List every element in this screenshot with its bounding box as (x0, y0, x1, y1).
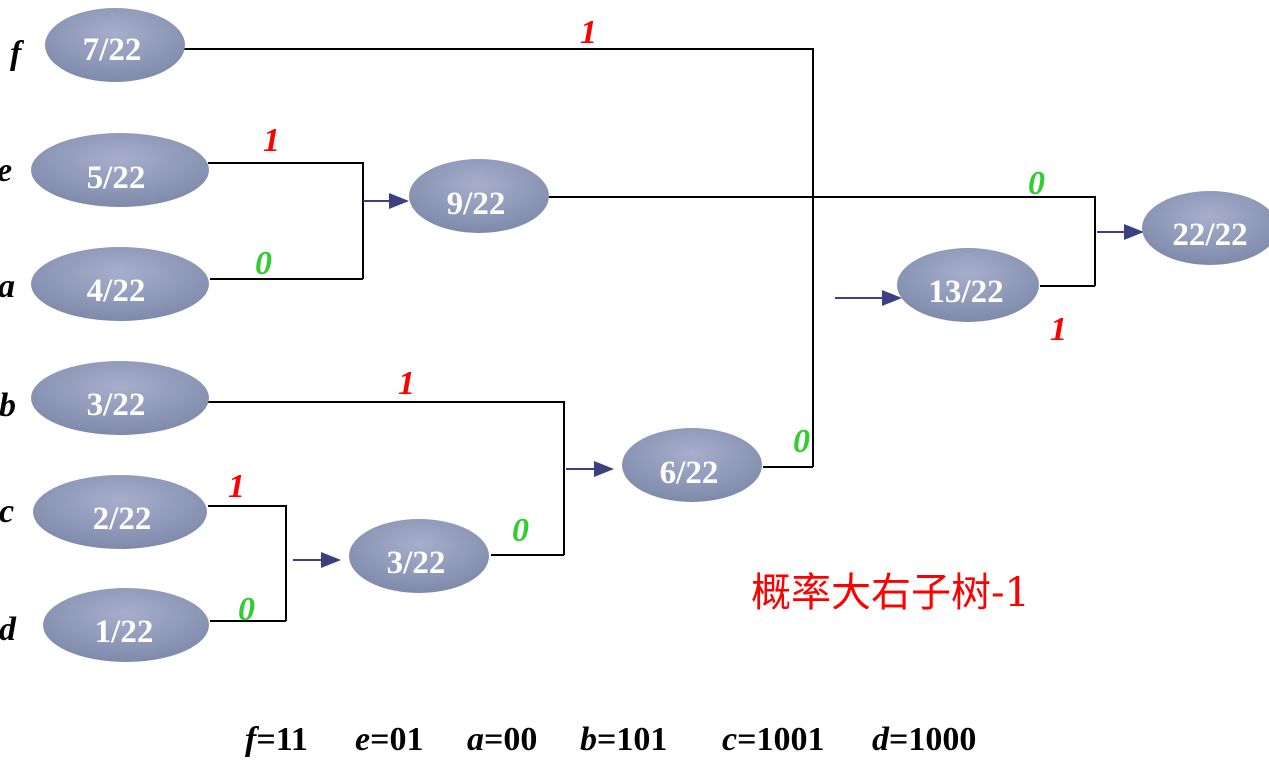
root-node-22-22: 22/22 (1142, 191, 1269, 265)
wire-f (183, 48, 814, 467)
code-symbol-e: e (355, 721, 370, 758)
edge-label-e: 1 (263, 122, 280, 159)
code-symbol-b: b (580, 721, 597, 758)
leaf-node-b: 3/22 (31, 361, 209, 435)
wire-e (208, 162, 364, 279)
wire-c (208, 505, 287, 621)
leaf-node-a: 4/22 (31, 247, 209, 321)
code-value-f: =11 (256, 721, 308, 758)
node-prob: 4/22 (87, 273, 146, 309)
code-symbol-a: a (467, 721, 484, 758)
wire-9-22 (549, 196, 1096, 286)
node-prob: 3/22 (87, 387, 146, 423)
edge-label-13-22: 1 (1050, 311, 1067, 348)
node-prob: 3/22 (387, 545, 446, 581)
code-symbol-f: f (245, 721, 260, 758)
edge-label-d: 0 (238, 591, 255, 628)
node-prob: 7/22 (83, 32, 142, 68)
code-symbol-c: c (722, 721, 737, 758)
edge-label-f: 1 (580, 14, 597, 51)
node-prob: 5/22 (87, 160, 146, 196)
code-value-d: =1000 (889, 721, 976, 758)
edge-label-c: 1 (228, 468, 245, 505)
internal-node-6-22: 6/22 (622, 428, 762, 502)
edge-label-b: 1 (398, 365, 415, 402)
diagram-caption: 概率大右子树-1 (751, 570, 1030, 616)
wire-b (208, 401, 565, 555)
arrows (293, 193, 1144, 568)
leaf-label-a: a (0, 268, 15, 305)
edge-label-9-22: 0 (1028, 165, 1045, 202)
leaf-label-c: c (0, 493, 14, 530)
code-value-c: =1001 (737, 721, 824, 758)
edge-label-a: 0 (255, 245, 272, 282)
node-prob: 13/22 (928, 274, 1003, 310)
code-value-b: =101 (597, 721, 667, 758)
code-value-a: =00 (484, 721, 537, 758)
code-value-e: =01 (370, 721, 423, 758)
internal-node-13-22: 13/22 (897, 248, 1039, 322)
internal-node-3-22: 3/22 (349, 519, 489, 593)
node-prob: 1/22 (95, 614, 154, 650)
node-prob: 6/22 (660, 455, 719, 491)
leaf-node-f: 7/22 (45, 8, 185, 82)
code-symbol-d: d (872, 721, 890, 758)
edge-label-3-22: 0 (512, 512, 529, 549)
leaf-label-e: e (0, 152, 12, 189)
connectors (183, 48, 1096, 622)
leaf-node-e: 5/22 (31, 133, 209, 207)
node-prob: 2/22 (93, 501, 152, 537)
leaf-node-c: 2/22 (33, 475, 207, 549)
leaf-label-d: d (0, 611, 17, 648)
leaf-node-d: 1/22 (43, 588, 209, 662)
leaf-label-b: b (0, 387, 16, 424)
edge-label-6-22: 0 (793, 423, 810, 460)
node-prob: 9/22 (447, 186, 506, 222)
node-prob: 22/22 (1172, 217, 1247, 253)
internal-node-9-22: 9/22 (409, 159, 549, 233)
leaf-label-f: f (10, 35, 25, 72)
code-list: f=11 e=01 a=00 b=101 c=1001 d=1000 (245, 721, 976, 758)
